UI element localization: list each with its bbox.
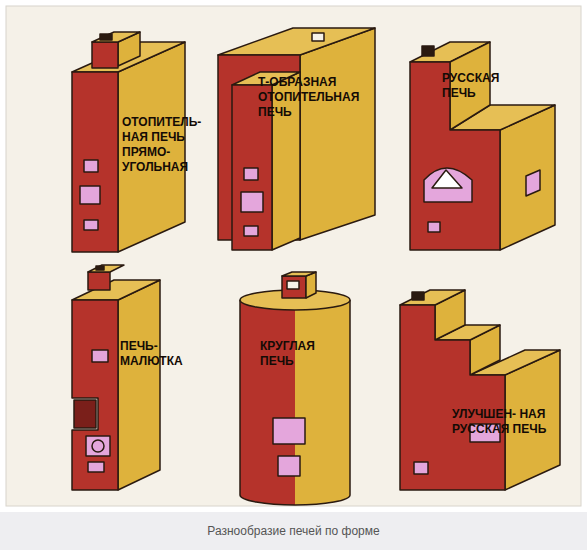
stove-label-box: КРУГЛАЯ ПЕЧЬ bbox=[258, 338, 336, 370]
stove-name: ОТОПИТЕЛЬ- НАЯ ПЕЧЬ ПРЯМО- УГОЛЬНАЯ bbox=[122, 115, 212, 175]
stove-label-box: УЛУЧШЕН- НАЯ РУССКАЯ ПЕЧЬ bbox=[450, 406, 560, 438]
stove-name: Т-ОБРАЗНАЯ ОТОПИТЕЛЬНАЯ ПЕЧЬ bbox=[258, 75, 378, 120]
stove-name: УЛУЧШЕН- НАЯ РУССКАЯ ПЕЧЬ bbox=[452, 407, 558, 437]
stove-label-box: ОТОПИТЕЛЬ- НАЯ ПЕЧЬ ПРЯМО- УГОЛЬНАЯ bbox=[120, 114, 214, 176]
figure-caption: Разнообразие печей по форме bbox=[0, 512, 587, 550]
stove-label-box: ПЕЧЬ- МАЛЮТКА bbox=[118, 338, 206, 370]
stove-name: КРУГЛАЯ ПЕЧЬ bbox=[260, 339, 334, 369]
stove-label-box: РУССКАЯ ПЕЧЬ bbox=[440, 70, 520, 102]
stove-label-box: Т-ОБРАЗНАЯ ОТОПИТЕЛЬНАЯ ПЕЧЬ bbox=[256, 74, 380, 121]
stove-name: РУССКАЯ ПЕЧЬ bbox=[442, 71, 518, 101]
caption-bar: Разнообразие печей по форме bbox=[0, 512, 587, 550]
stove-name: ПЕЧЬ- МАЛЮТКА bbox=[120, 339, 204, 369]
